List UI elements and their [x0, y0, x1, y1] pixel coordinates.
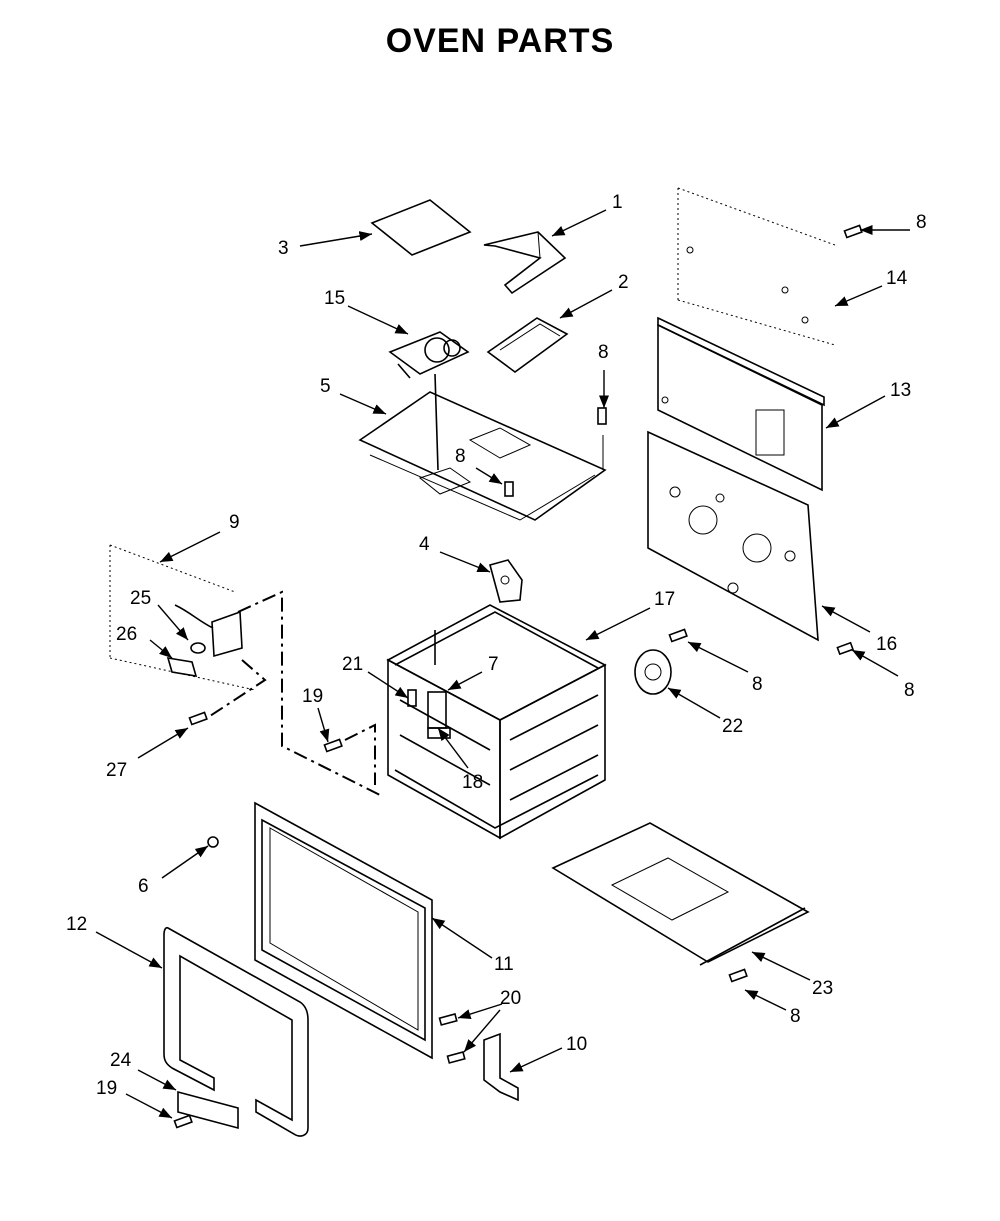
callout-5: 5	[320, 376, 331, 397]
callout-18: 18	[462, 772, 483, 793]
leader-arrows	[95, 209, 910, 1119]
part-26-light-cover	[166, 657, 198, 677]
callout-6: 6	[138, 876, 149, 897]
part-12-door-gasket	[163, 926, 309, 1137]
callout-17: 17	[654, 589, 675, 610]
callout-12: 12	[66, 914, 87, 935]
part-13-rear-cover	[657, 316, 825, 492]
part-10-hinge-bracket	[483, 1032, 519, 1102]
oven-cavity-frame	[386, 604, 607, 840]
part-1-vent-duct	[483, 231, 567, 295]
part-2-vent-baffle	[486, 317, 569, 373]
page-title: OVEN PARTS	[385, 22, 615, 60]
callout-13: 13	[890, 380, 911, 401]
callout-25: 25	[130, 588, 151, 609]
callout-8-c: 8	[916, 212, 927, 233]
part-4-bracket	[489, 559, 523, 603]
part-15-fan-motor	[388, 331, 470, 471]
callout-8-b: 8	[455, 446, 466, 467]
part-16-rear-insulation	[647, 430, 819, 642]
callout-7: 7	[488, 654, 499, 675]
callout-9: 9	[229, 512, 240, 533]
callout-19-b: 19	[96, 1078, 117, 1099]
callout-8-d: 8	[904, 680, 915, 701]
callout-23: 23	[812, 978, 833, 999]
callout-15: 15	[324, 288, 345, 309]
screws	[173, 224, 863, 1129]
callout-2: 2	[618, 272, 629, 293]
callout-21: 21	[342, 654, 363, 675]
part-3-vent-panel	[370, 199, 472, 256]
callout-labels: 1 2 3 15 5 8 8 8 14 13 16 8 9 25 26 27 4…	[66, 192, 927, 1099]
callout-24: 24	[110, 1050, 132, 1071]
callout-22: 22	[722, 716, 743, 737]
wiring-harness-lines	[209, 590, 381, 796]
callout-3: 3	[278, 238, 289, 259]
callout-8-e: 8	[752, 674, 763, 695]
callout-11: 11	[494, 954, 514, 975]
part-11-door-frame	[254, 801, 433, 1060]
callout-20: 20	[500, 988, 521, 1009]
part-25-door-switch	[174, 604, 243, 658]
part-24-stop-pad	[177, 1090, 239, 1130]
callout-27: 27	[106, 760, 127, 781]
callout-26: 26	[116, 624, 137, 645]
callout-8-a: 8	[598, 342, 609, 363]
callout-14: 14	[886, 268, 908, 289]
callout-19-a: 19	[302, 686, 323, 707]
part-9-side-panel	[109, 544, 256, 691]
callout-8-f: 8	[790, 1006, 801, 1027]
part-22-gasket	[634, 649, 672, 695]
part-23-bottom-tray	[551, 822, 810, 966]
part-5-top-plate	[358, 391, 607, 521]
callout-16: 16	[876, 634, 897, 655]
part-14-rear-top-panel	[677, 187, 836, 346]
callout-4: 4	[419, 534, 430, 555]
callout-1: 1	[612, 192, 623, 213]
callout-10: 10	[566, 1034, 587, 1055]
